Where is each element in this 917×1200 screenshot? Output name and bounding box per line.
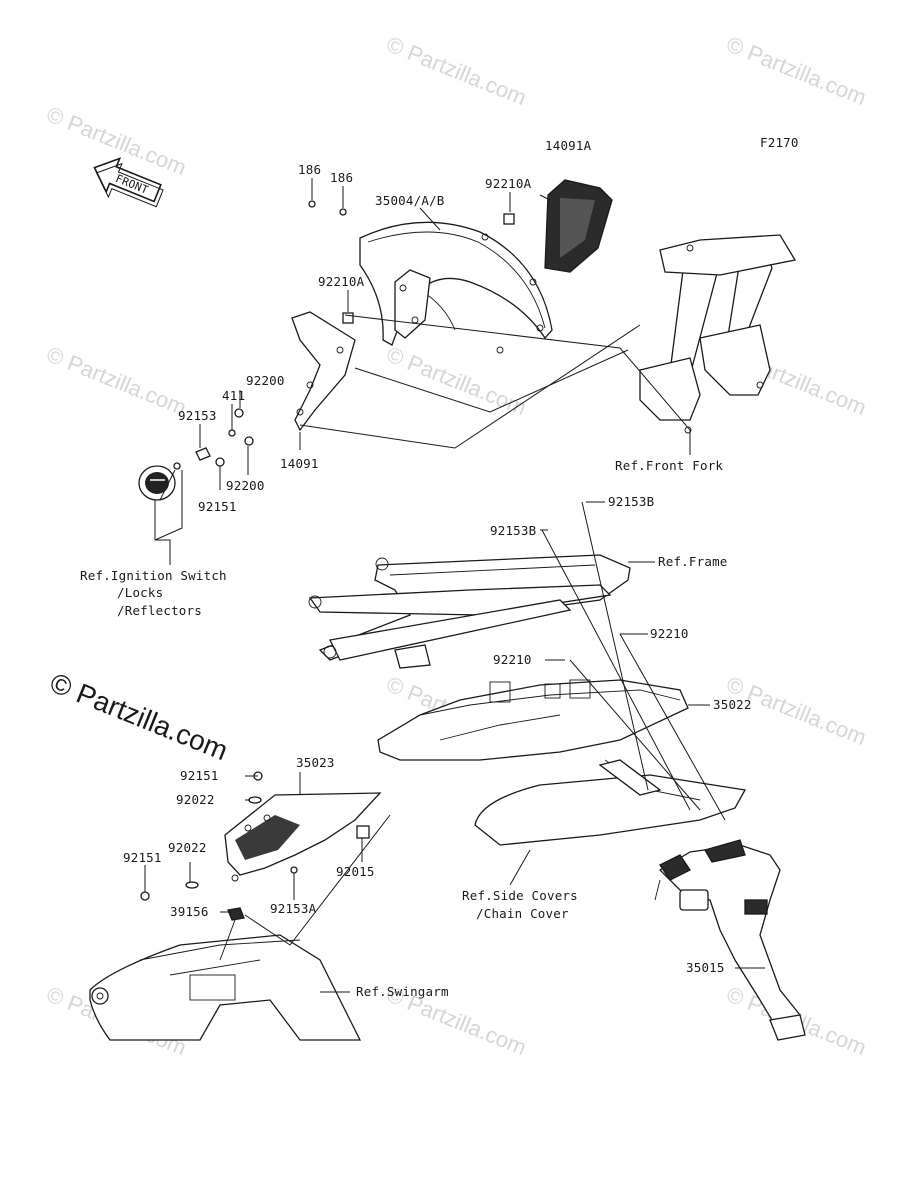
watermark: © Partzilla.com: [723, 31, 870, 110]
fender-bracket-14091: [291, 311, 356, 432]
ref-ignition-line2: /Locks: [117, 585, 163, 600]
label-92022-b: 92022: [168, 840, 207, 855]
label-35022: 35022: [713, 697, 752, 712]
watermark-prominent: © Partzilla.com: [46, 667, 233, 766]
diagram-code: F2170: [760, 135, 799, 150]
label-411: 411: [222, 388, 245, 403]
swingarm: [89, 934, 362, 1041]
label-92200-top: 92200: [246, 373, 285, 388]
front-fork: [639, 234, 797, 434]
label-39156: 39156: [170, 904, 209, 919]
rear-fender-35015: [654, 839, 806, 1041]
label-186-b: 186: [330, 170, 353, 185]
label-14091a: 14091A: [545, 138, 592, 153]
undertray-35022: [377, 679, 689, 761]
label-92210-right: 92210: [650, 626, 689, 641]
ref-swingarm: Ref.Swingarm: [356, 984, 449, 999]
label-92153b-left: 92153B: [490, 523, 536, 538]
label-92015: 92015: [336, 864, 375, 879]
label-92022-a: 92022: [176, 792, 215, 807]
ref-side-covers-line2: /Chain Cover: [476, 906, 569, 921]
label-92153b-right: 92153B: [608, 494, 654, 509]
fasteners-top: [173, 200, 515, 470]
ref-ignition-line1: Ref.Ignition Switch: [80, 568, 227, 583]
side-cover: [474, 759, 747, 846]
label-35023: 35023: [296, 755, 335, 770]
label-92200-bottom: 92200: [226, 478, 265, 493]
label-92151-a: 92151: [180, 768, 219, 783]
front-fender: [359, 221, 553, 354]
label-92151-b: 92151: [123, 850, 162, 865]
watermark: © Partzilla.com: [383, 31, 530, 110]
watermark: © Partzilla.com: [383, 341, 530, 420]
label-92210a-mid: 92210A: [318, 274, 365, 289]
rear-frame: [308, 554, 631, 669]
leader-lines: [144, 178, 765, 993]
label-92210a-top: 92210A: [485, 176, 532, 191]
label-92151-left: 92151: [198, 499, 237, 514]
label-186-a: 186: [298, 162, 321, 177]
label-92210-left: 92210: [493, 652, 532, 667]
ref-frame: Ref.Frame: [658, 554, 728, 569]
ref-ignition-line3: /Reflectors: [117, 603, 202, 618]
label-14091: 14091: [280, 456, 319, 471]
ref-side-covers-line1: Ref.Side Covers: [462, 888, 578, 903]
label-35004: 35004/A/B: [375, 193, 445, 208]
label-35015: 35015: [686, 960, 725, 975]
seat-cowl-35023: [224, 792, 382, 882]
label-92153a: 92153A: [270, 901, 317, 916]
watermark: © Partzilla.com: [43, 341, 190, 420]
fender-cover-14091a: [544, 179, 613, 273]
part-labels: 186 186 14091A 35004/A/B 92210A 92210A 9…: [80, 138, 752, 999]
ref-front-fork: Ref.Front Fork: [615, 458, 723, 473]
label-92153: 92153: [178, 408, 217, 423]
reflector-icon: [138, 465, 176, 501]
